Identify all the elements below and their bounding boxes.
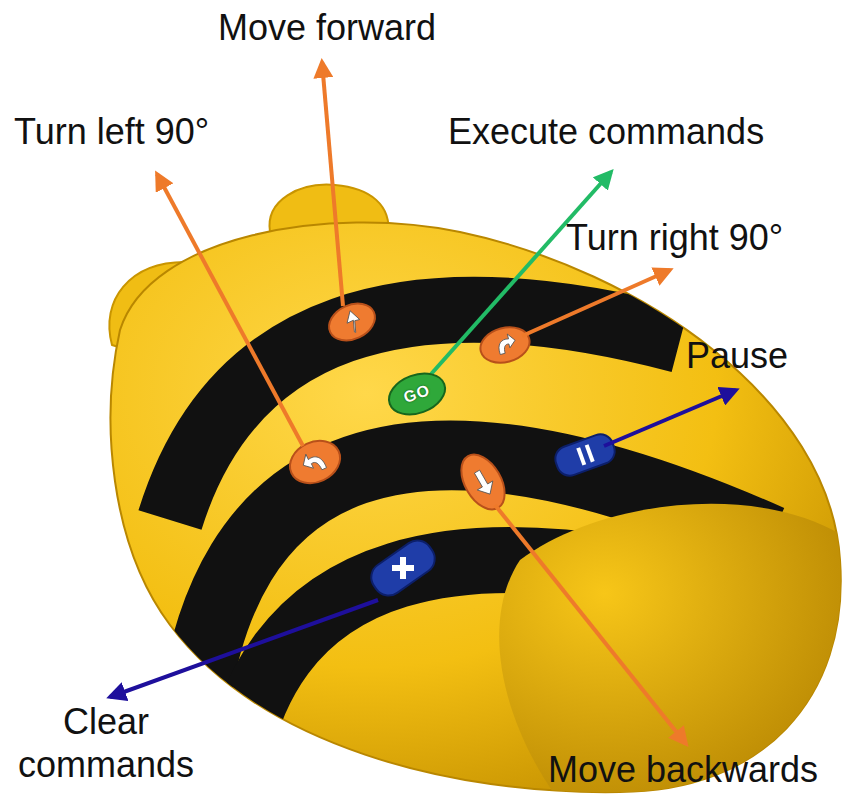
pause-button	[552, 431, 619, 480]
turn-left-button	[283, 433, 347, 491]
leader-line	[322, 62, 343, 306]
turn-right-button	[476, 322, 533, 368]
leader-line	[157, 174, 303, 446]
leader-line	[522, 270, 670, 336]
callout-label: Turn right 90°	[566, 216, 783, 259]
callout-label: Pause	[686, 334, 788, 377]
leader-line	[110, 600, 378, 697]
callout-label: Move forward	[218, 6, 436, 49]
backward-button	[452, 447, 513, 517]
bee-back	[499, 504, 846, 802]
clear-button	[365, 535, 440, 602]
leader-line	[424, 172, 611, 382]
leader-line	[604, 390, 736, 446]
leader-line	[495, 505, 686, 744]
callout-label: Clear commands	[6, 700, 206, 786]
button-shape	[383, 366, 450, 422]
callout-label: Execute commands	[448, 110, 764, 153]
callout-label: Turn left 90°	[14, 110, 209, 153]
forward-button	[323, 296, 381, 347]
callout-label: Move backwards	[548, 748, 818, 791]
